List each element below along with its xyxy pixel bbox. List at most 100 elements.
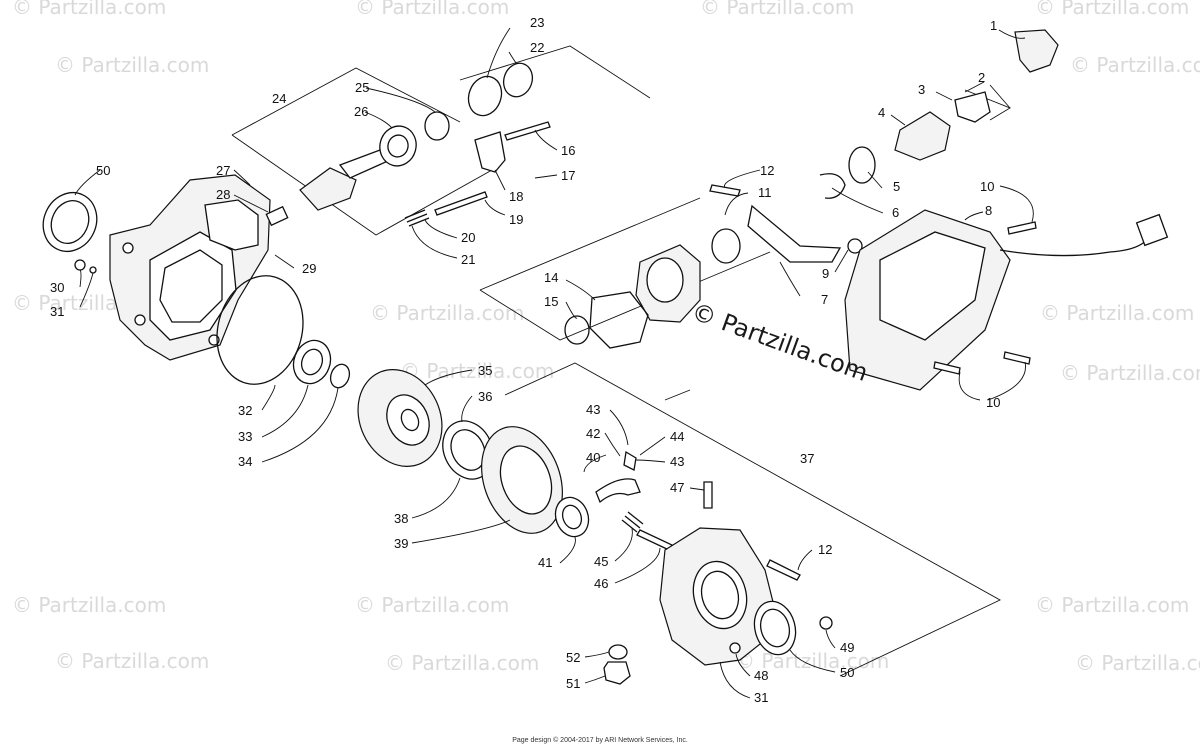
callout-10-lower: 10: [986, 395, 1000, 410]
watermark-tile: © Partzilla.com: [1075, 651, 1200, 675]
watermark-tile: © Partzilla.com: [735, 649, 889, 673]
callout-48: 48: [754, 668, 768, 683]
callout-39: 39: [394, 536, 408, 551]
callout-32: 32: [238, 403, 252, 418]
callout-15: 15: [544, 294, 558, 309]
callout-3: 3: [918, 82, 925, 97]
watermark-tile: © Partzilla.com: [1035, 593, 1189, 617]
callout-16: 16: [561, 143, 575, 158]
watermark-tile: © Partzilla.com: [1035, 0, 1189, 19]
callout-43-lower: 43: [670, 454, 684, 469]
watermark-tile: © Partzilla.com: [1070, 53, 1200, 77]
plug-48: [729, 642, 741, 654]
shift-actuator: [844, 209, 1169, 391]
shift-fork-42: [595, 450, 641, 504]
watermark-tile: © Partzilla.com: [12, 593, 166, 617]
watermark-tile: © Partzilla.com: [355, 593, 509, 617]
yoke-1: [1014, 29, 1059, 73]
bolt-10-lower: [1003, 351, 1031, 365]
bearing-33: [292, 339, 332, 385]
callout-49: 49: [840, 640, 854, 655]
watermark-tile: © Partzilla.com: [55, 53, 209, 77]
callout-26: 26: [354, 104, 368, 119]
callout-50-right: 50: [840, 665, 854, 680]
ring-gear-35: [357, 369, 443, 467]
bearing-26: [379, 125, 417, 167]
callout-17: 17: [561, 168, 575, 183]
snap-ring-34: [329, 363, 351, 389]
bolt-10-mid: [933, 361, 961, 375]
frame-37: [504, 362, 1001, 677]
pin-46: [636, 529, 673, 551]
callout-23: 23: [530, 15, 544, 30]
callout-31-left: 31: [50, 304, 64, 319]
watermark-tile: © Partzilla.com: [400, 359, 554, 383]
callout-31-right: 31: [754, 690, 768, 705]
rear-cover: [659, 527, 776, 666]
drain-plug-51: [603, 661, 631, 685]
callout-2: 2: [978, 70, 985, 85]
callout-30: 30: [50, 280, 64, 295]
callout-14: 14: [544, 270, 558, 285]
watermark-tile: © Partzilla.com: [700, 0, 854, 19]
callout-18: 18: [509, 189, 523, 204]
callout-12-upper: 12: [760, 163, 774, 178]
callout-40: 40: [586, 450, 600, 465]
bearing-22: [502, 62, 534, 98]
u-joint-3: [954, 91, 991, 123]
clutch-plate-39: [481, 426, 563, 534]
callout-8: 8: [985, 203, 992, 218]
shaft-16: [504, 121, 551, 141]
seal-5: [848, 146, 876, 184]
callout-52: 52: [566, 650, 580, 665]
washer-30-31: [74, 259, 97, 274]
breather-47: [703, 481, 713, 509]
callout-9: 9: [822, 266, 829, 281]
callout-21: 21: [461, 252, 475, 267]
oil-seal-right: [753, 600, 797, 656]
bolt-10-upper: [1007, 221, 1037, 235]
callout-27: 27: [216, 163, 230, 178]
callout-4: 4: [878, 105, 885, 120]
snap-ring-6: [819, 173, 846, 199]
callout-labels: 1 2 3 4 5 6 7 8 9 10 10 11 12 12 14 15 1…: [50, 15, 1000, 705]
callout-43-upper: 43: [586, 402, 600, 417]
spring-20: [404, 209, 430, 227]
bearing-41: [554, 496, 590, 538]
frame-22-23: [459, 45, 651, 99]
gasket-15: [589, 291, 649, 349]
bearing-25: [424, 111, 450, 141]
callout-28: 28: [216, 187, 230, 202]
nut-49: [819, 616, 833, 630]
callout-20: 20: [461, 230, 475, 245]
bearing-11: [711, 228, 741, 264]
callout-41: 41: [538, 555, 552, 570]
rod-19: [434, 191, 488, 216]
callout-33: 33: [238, 429, 252, 444]
callout-45: 45: [594, 554, 608, 569]
callout-7: 7: [821, 292, 828, 307]
callout-50-left: 50: [96, 163, 110, 178]
yoke-4: [894, 111, 951, 161]
watermark-tile: © Partzilla.com: [1060, 361, 1200, 385]
race-23: [467, 75, 503, 117]
callout-12-lower: 12: [818, 542, 832, 557]
watermark-tile: © Partzilla.com: [55, 649, 209, 673]
callout-22: 22: [530, 40, 544, 55]
callout-36: 36: [478, 389, 492, 404]
callout-51: 51: [566, 676, 580, 691]
callout-42: 42: [586, 426, 600, 441]
watermark-tile: © Partzilla.com: [355, 0, 509, 19]
callout-47: 47: [670, 480, 684, 495]
watermark-tile: © Partzilla.com: [370, 301, 524, 325]
bracket-7: [747, 204, 842, 263]
spring-45: [621, 511, 644, 533]
watermark-tile: © Partzilla.com: [1040, 301, 1194, 325]
callout-38: 38: [394, 511, 408, 526]
snap-ring-14: [564, 315, 590, 345]
center-watermark: © Partzilla.com: [688, 297, 872, 387]
callout-29: 29: [302, 261, 316, 276]
bolt-12-upper: [709, 184, 741, 197]
callout-10-upper: 10: [980, 179, 994, 194]
